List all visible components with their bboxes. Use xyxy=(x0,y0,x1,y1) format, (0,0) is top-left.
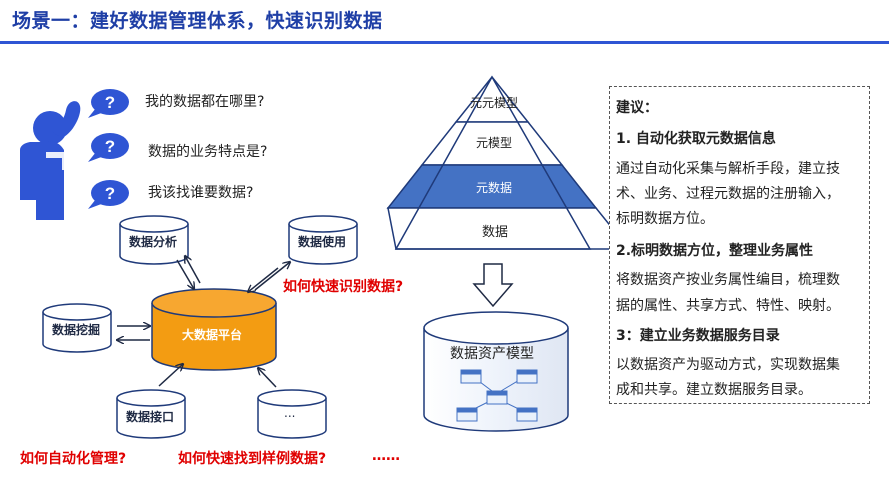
pyramid-level-data: 数据 xyxy=(482,225,509,240)
question-mark-1: ? xyxy=(105,93,115,112)
advice-point-2-line-1: 将数据资产按业务属性编目，梳理数 xyxy=(616,272,840,288)
question-text-3: 我该找谁要数据? xyxy=(148,185,254,201)
node-more xyxy=(257,389,327,439)
node-label-mining: 数据挖掘 xyxy=(52,323,101,337)
advice-panel: 建议： 1. 自动化获取元数据信息 通过自动化采集与解析手段，建立技 术、业务、… xyxy=(609,86,870,404)
advice-heading: 建议： xyxy=(616,100,658,116)
pyramid-level-meta-meta-model: 元元模型 xyxy=(470,96,519,110)
down-arrow-icon xyxy=(472,263,514,308)
advice-point-1-line-3: 标明数据方位。 xyxy=(616,211,714,227)
metadata-pyramid xyxy=(386,75,631,250)
node-data-analysis xyxy=(119,215,189,265)
node-label-interface: 数据接口 xyxy=(126,410,175,424)
data-asset-model-cylinder xyxy=(423,311,569,432)
advice-point-3-line-1: 以数据资产为驱动方式，实现数据集 xyxy=(616,357,840,373)
pyramid-level-meta-model: 元模型 xyxy=(476,136,513,150)
callout-identify: 如何快速识别数据? xyxy=(283,279,404,295)
callout-ellipsis: …… xyxy=(372,448,400,464)
advice-point-1-title: 1. 自动化获取元数据信息 xyxy=(616,131,776,147)
entity-diagram-icon xyxy=(456,369,538,422)
node-data-mining xyxy=(42,303,112,353)
node-label-more: ... xyxy=(284,406,296,420)
node-data-interface xyxy=(116,389,186,439)
pyramid-level-metadata: 元数据 xyxy=(476,181,513,195)
center-node-big-data-platform xyxy=(151,288,277,371)
question-text-1: 我的数据都在哪里? xyxy=(145,94,265,110)
advice-point-3-line-2: 成和共享。建立数据服务目录。 xyxy=(616,382,812,398)
advice-point-2-line-2: 据的属性、共享方式、特性、映射。 xyxy=(616,298,840,314)
center-node-label: 大数据平台 xyxy=(182,328,243,342)
page-title: 场景一：建好数据管理体系，快速识别数据 xyxy=(12,10,383,32)
question-bubble-2-icon: ? xyxy=(88,133,129,162)
question-mark-2: ? xyxy=(105,137,115,156)
advice-point-3-title: 3：建立业务数据服务目录 xyxy=(616,328,780,344)
advice-point-1-line-1: 通过自动化采集与解析手段，建立技 xyxy=(616,161,840,177)
question-text-2: 数据的业务特点是? xyxy=(148,144,268,160)
node-label-usage: 数据使用 xyxy=(298,235,347,249)
thinking-person-icon xyxy=(20,101,81,220)
callout-auto-manage: 如何自动化管理? xyxy=(20,451,127,467)
advice-point-1-line-2: 术、业务、过程元数据的注册输入， xyxy=(616,186,840,202)
node-label-analysis: 数据分析 xyxy=(129,235,178,249)
asset-model-label: 数据资产模型 xyxy=(450,346,534,362)
question-bubble-3-icon: ? xyxy=(88,180,129,209)
question-bubble-1-icon: ? xyxy=(88,89,129,118)
advice-point-2-title: 2.标明数据方位，整理业务属性 xyxy=(616,243,814,259)
connection-arrows xyxy=(117,256,290,388)
title-underline xyxy=(0,41,889,44)
callout-find-sample: 如何快速找到样例数据? xyxy=(178,451,327,467)
node-data-usage xyxy=(288,215,358,265)
question-mark-3: ? xyxy=(105,184,115,203)
